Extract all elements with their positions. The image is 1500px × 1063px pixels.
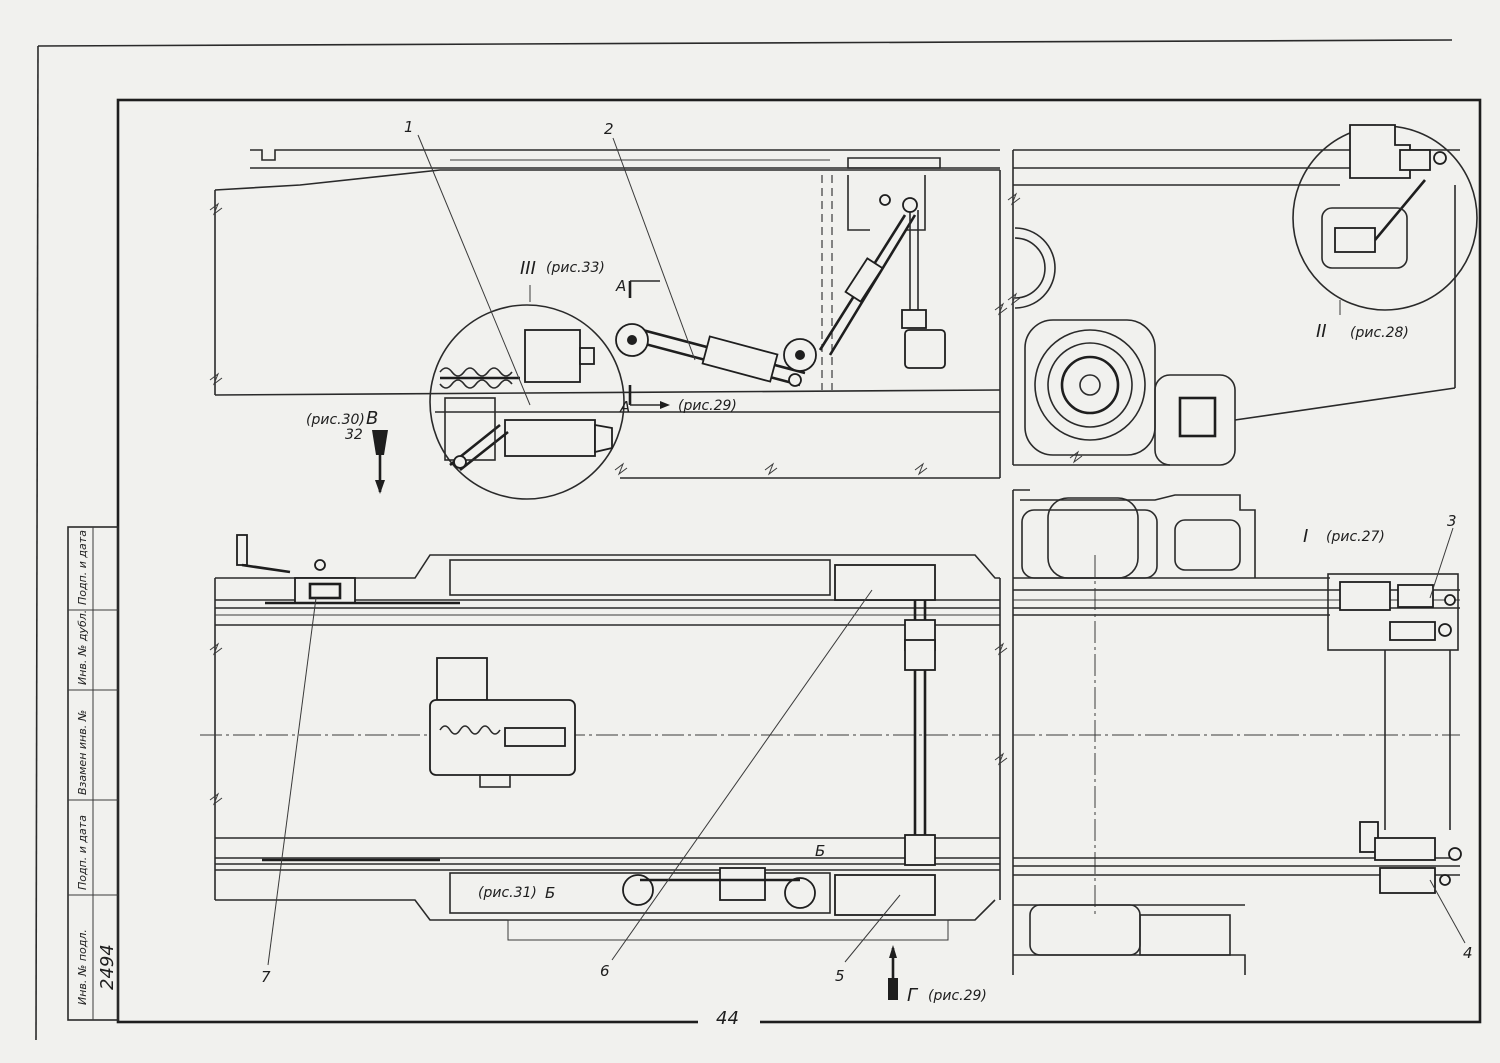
- callout-4: 4: [1463, 944, 1473, 962]
- title-cell-inv-podl: Инв. № подл.: [76, 929, 89, 1005]
- callout-3: 3: [1447, 512, 1457, 530]
- lower-left-plan: [200, 534, 1008, 941]
- section-G-mark: Г: [907, 985, 919, 1006]
- detail-frame-I: [1327, 573, 1459, 651]
- section-A-top: А: [615, 277, 626, 295]
- callout-6: 6: [600, 962, 610, 980]
- upper-right-elevation: [1007, 149, 1460, 466]
- section-V-mark2: Б: [545, 884, 555, 902]
- callout-5: 5: [835, 967, 845, 985]
- title-cell-vzamen: Взамен инв. №: [76, 710, 89, 795]
- callout-2: 2: [604, 120, 614, 138]
- callout-labels: 1 2 3 4 5 6 7: [261, 118, 1473, 986]
- title-cell-podp-top: Подп. и дата: [76, 530, 89, 605]
- detail-III-mark: III: [520, 258, 536, 279]
- section-markers: [372, 280, 898, 1000]
- section-G-ref: (рис.29): [928, 988, 987, 1004]
- callout-1: 1: [404, 118, 414, 136]
- detail-III-ref: (рис.33): [546, 260, 605, 276]
- leader-lines: [267, 134, 1466, 966]
- title-cell-dubl: Инв. № дубл.: [76, 610, 89, 685]
- section-A-bottom: А: [619, 398, 630, 416]
- detail-I-ref: (рис.27): [1326, 529, 1385, 545]
- detail-labels: III (рис.33) II (рис.28) I (рис.27): [520, 258, 1409, 547]
- section-V-mark: Б: [815, 842, 825, 860]
- section-B-ref2: 32: [345, 427, 363, 443]
- section-B-mark: В: [366, 408, 378, 429]
- inventory-number: 2494: [97, 944, 118, 990]
- detail-circle-III: [429, 304, 625, 500]
- title-cell-podp: Подп. и дата: [76, 815, 89, 890]
- callout-7: 7: [261, 968, 271, 986]
- section-A-ref: (рис.29): [678, 398, 737, 414]
- detail-I-mark: I: [1303, 526, 1308, 547]
- section-labels: А А (рис.29) (рис.30) В 32 Б (рис.31) Б …: [306, 277, 987, 1006]
- title-block: Подп. и дата Инв. № дубл. Взамен инв. № …: [67, 526, 119, 1021]
- detail-circle-II: [1292, 124, 1478, 311]
- section-V-ref: (рис.31): [478, 885, 537, 901]
- detail-II-ref: (рис.28): [1350, 325, 1409, 341]
- page-number: 44: [716, 1008, 739, 1029]
- lower-right-plan: [1012, 489, 1462, 975]
- detail-II-mark: II: [1316, 321, 1327, 342]
- upper-left-elevation: [209, 149, 1008, 479]
- section-B-ref: (рис.30): [306, 412, 365, 428]
